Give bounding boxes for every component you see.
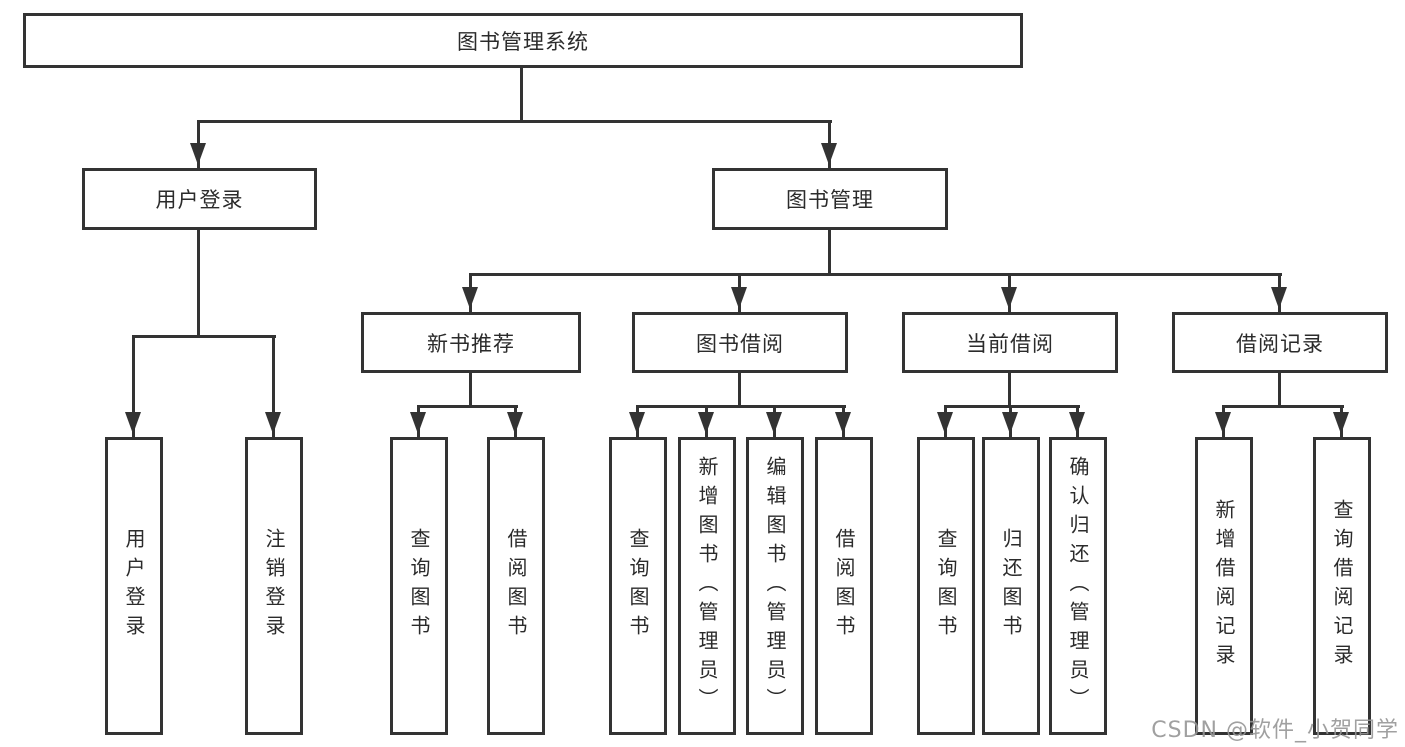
arrow-down-icon <box>1001 287 1017 309</box>
leaf-query-borrow-record-label: 查询借阅记录 <box>1330 499 1354 673</box>
node-root: 图书管理系统 <box>23 13 1023 68</box>
csdn-watermark: CSDN @软件_小贺同学 <box>1151 718 1399 743</box>
arrow-down-icon <box>1271 287 1287 309</box>
node-new-book-recommend: 新书推荐 <box>361 312 581 373</box>
leaf-query-books-recommend: 查询图书 <box>390 437 448 735</box>
connector-to-leaf-logout <box>272 335 275 437</box>
node-current-borrow-label: 当前借阅 <box>966 331 1054 356</box>
leaf-query-books-recommend-label: 查询图书 <box>407 528 431 644</box>
connector-root-stem <box>520 68 523 120</box>
leaf-confirm-return-admin: 确认归还（管理员） <box>1049 437 1107 735</box>
connector-book-borrow-bus <box>636 405 846 408</box>
connector-user-login-stem <box>197 230 200 335</box>
node-current-borrow: 当前借阅 <box>902 312 1118 373</box>
arrow-down-icon <box>190 143 206 165</box>
connector-new-book-stem <box>469 373 472 405</box>
node-book-borrow: 图书借阅 <box>632 312 848 373</box>
leaf-edit-books-admin: 编辑图书（管理员） <box>746 437 804 735</box>
connector-borrow-records-bus <box>1222 405 1344 408</box>
leaf-borrow-books-label: 借阅图书 <box>832 528 856 644</box>
arrow-down-icon <box>766 412 782 434</box>
connector-root-bus <box>197 120 832 123</box>
connector-to-leaf-user-login <box>132 335 135 437</box>
connector-book-management-stem <box>828 230 831 273</box>
leaf-user-login-label: 用户登录 <box>122 528 146 644</box>
arrow-down-icon <box>1215 412 1231 434</box>
leaf-add-borrow-record: 新增借阅记录 <box>1195 437 1253 735</box>
node-book-management-label: 图书管理 <box>786 188 874 212</box>
arrow-down-icon <box>731 287 747 309</box>
node-book-borrow-label: 图书借阅 <box>696 331 784 356</box>
leaf-query-books-borrow: 查询图书 <box>609 437 667 735</box>
arrow-down-icon <box>629 412 645 434</box>
node-user-login: 用户登录 <box>82 168 317 230</box>
leaf-logout-login: 注销登录 <box>245 437 303 735</box>
connector-borrow-records-stem <box>1278 373 1281 405</box>
leaf-add-books-admin: 新增图书（管理员） <box>678 437 736 735</box>
arrow-down-icon <box>125 412 141 434</box>
leaf-return-books: 归还图书 <box>982 437 1040 735</box>
node-root-label: 图书管理系统 <box>457 29 589 54</box>
leaf-add-borrow-record-label: 新增借阅记录 <box>1212 499 1236 673</box>
leaf-user-login: 用户登录 <box>105 437 163 735</box>
node-book-management: 图书管理 <box>712 168 948 230</box>
leaf-add-books-admin-label: 新增图书（管理员） <box>695 455 719 717</box>
arrow-down-icon <box>937 412 953 434</box>
leaf-borrow-books-recommend-label: 借阅图书 <box>504 528 528 644</box>
arrow-down-icon <box>410 412 426 434</box>
arrow-down-icon <box>1333 412 1349 434</box>
arrow-down-icon <box>462 287 478 309</box>
leaf-query-books-current-label: 查询图书 <box>934 528 958 644</box>
leaf-borrow-books: 借阅图书 <box>815 437 873 735</box>
leaf-query-books-borrow-label: 查询图书 <box>626 528 650 644</box>
node-new-book-recommend-label: 新书推荐 <box>427 331 515 356</box>
leaf-edit-books-admin-label: 编辑图书（管理员） <box>763 455 787 717</box>
arrow-down-icon <box>507 412 523 434</box>
connector-book-borrow-stem <box>738 373 741 405</box>
leaf-logout-login-label: 注销登录 <box>262 528 286 644</box>
leaf-query-borrow-record: 查询借阅记录 <box>1313 437 1371 735</box>
arrow-down-icon <box>1069 412 1085 434</box>
arrow-down-icon <box>265 412 281 434</box>
leaf-confirm-return-admin-label: 确认归还（管理员） <box>1066 455 1090 717</box>
arrow-down-icon <box>1002 412 1018 434</box>
node-borrow-records-label: 借阅记录 <box>1236 331 1324 356</box>
arrow-down-icon <box>821 143 837 165</box>
connector-current-borrow-bus <box>944 405 1080 408</box>
node-user-login-label: 用户登录 <box>155 188 244 212</box>
leaf-query-books-current: 查询图书 <box>917 437 975 735</box>
connector-user-login-bus <box>132 335 276 338</box>
arrow-down-icon <box>698 412 714 434</box>
arrow-down-icon <box>835 412 851 434</box>
connector-new-book-bus <box>417 405 518 408</box>
connector-current-borrow-stem <box>1008 373 1011 405</box>
leaf-return-books-label: 归还图书 <box>999 528 1023 644</box>
node-borrow-records: 借阅记录 <box>1172 312 1388 373</box>
connector-book-management-bus <box>469 273 1282 276</box>
leaf-borrow-books-recommend: 借阅图书 <box>487 437 545 735</box>
